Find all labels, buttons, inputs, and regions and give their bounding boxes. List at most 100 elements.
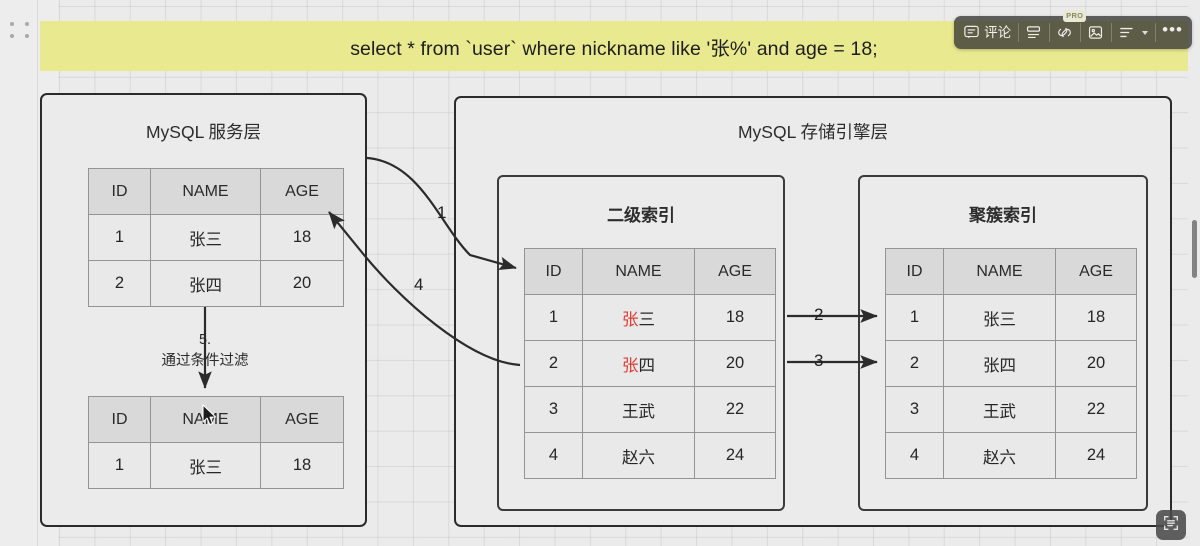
comment-button[interactable]: 评论 xyxy=(956,16,1018,49)
table-header-row: ID NAME AGE xyxy=(88,168,344,215)
col-id: ID xyxy=(88,396,151,443)
col-name: NAME xyxy=(150,168,261,215)
cell-name: 张四 xyxy=(150,260,261,307)
cell-age: 22 xyxy=(1055,386,1137,433)
col-id: ID xyxy=(88,168,151,215)
cell-age: 20 xyxy=(260,260,344,307)
panel-title-engine: MySQL 存储引擎层 xyxy=(737,122,889,142)
cell-age: 18 xyxy=(260,442,344,489)
col-age: AGE xyxy=(694,248,776,295)
table-header-row: ID NAME AGE xyxy=(524,248,776,295)
table-server-source[interactable]: ID NAME AGE 1 张三 18 2 张四 20 xyxy=(88,168,344,307)
filter-annotation: 5. 通过条件过滤 xyxy=(88,330,322,372)
text-align-icon xyxy=(1118,24,1135,41)
scrollbar-thumb[interactable] xyxy=(1192,220,1197,278)
cell-name-rest: 三 xyxy=(638,310,656,329)
cell-age: 20 xyxy=(694,340,776,387)
col-name: NAME xyxy=(582,248,695,295)
cell-id: 2 xyxy=(88,260,151,307)
panel-title-secondary-index: 二级索引 xyxy=(607,206,675,225)
table-header-row: ID NAME AGE xyxy=(88,396,344,443)
table-row[interactable]: 1 张三 18 xyxy=(88,442,344,489)
cell-id: 1 xyxy=(88,442,151,489)
cell-name: 王武 xyxy=(943,386,1056,433)
cell-age: 18 xyxy=(260,214,344,261)
comment-icon xyxy=(963,24,980,41)
table-row[interactable]: 4 赵六 24 xyxy=(885,432,1137,479)
drag-handle-icon[interactable] xyxy=(10,22,32,40)
cell-name: 张四 xyxy=(943,340,1056,387)
table-row[interactable]: 1 张三 18 xyxy=(524,294,776,341)
comment-label: 评论 xyxy=(984,24,1012,40)
cell-name: 赵六 xyxy=(943,432,1056,479)
cell-id: 2 xyxy=(885,340,944,387)
col-age: AGE xyxy=(260,396,344,443)
table-row[interactable]: 1 张三 18 xyxy=(885,294,1137,341)
cell-id: 3 xyxy=(524,386,583,433)
cell-id: 2 xyxy=(524,340,583,387)
col-name: NAME xyxy=(150,396,261,443)
cell-name-rest: 王武 xyxy=(622,402,655,421)
col-age: AGE xyxy=(260,168,344,215)
col-age: AGE xyxy=(1055,248,1137,295)
cell-name: 张三 xyxy=(582,294,695,341)
chevron-down-icon xyxy=(1142,30,1149,35)
cell-name: 张三 xyxy=(150,214,261,261)
cell-name-highlight: 张 xyxy=(622,356,639,375)
panel-title-clustered-index: 聚簇索引 xyxy=(969,206,1037,225)
image-button[interactable] xyxy=(1080,16,1111,49)
fit-to-screen-icon xyxy=(1162,514,1180,537)
table-row[interactable]: 2 张四 20 xyxy=(885,340,1137,387)
cell-age: 22 xyxy=(694,386,776,433)
link-icon xyxy=(1056,24,1073,41)
cell-name: 张三 xyxy=(150,442,261,489)
cell-age: 24 xyxy=(1055,432,1137,479)
filter-step-text: 通过条件过滤 xyxy=(161,353,249,370)
link-button[interactable]: PRO xyxy=(1049,10,1087,49)
col-id: ID xyxy=(885,248,944,295)
cell-name-rest: 赵六 xyxy=(622,448,655,467)
floating-toolbar[interactable]: 评论 PRO xyxy=(954,10,1192,49)
cell-id: 4 xyxy=(885,432,944,479)
image-icon xyxy=(1087,24,1104,41)
cell-age: 18 xyxy=(694,294,776,341)
cell-name-rest: 四 xyxy=(638,356,656,375)
cell-age: 20 xyxy=(1055,340,1137,387)
table-row[interactable]: 4 赵六 24 xyxy=(524,432,776,479)
pro-badge: PRO xyxy=(1063,10,1087,22)
table-row[interactable]: 2 张四 20 xyxy=(88,260,344,307)
cell-id: 1 xyxy=(88,214,151,261)
cell-age: 18 xyxy=(1055,294,1137,341)
col-name: NAME xyxy=(943,248,1056,295)
fit-to-screen-button[interactable] xyxy=(1156,510,1186,540)
table-header-row: ID NAME AGE xyxy=(885,248,1137,295)
table-row[interactable]: 2 张四 20 xyxy=(524,340,776,387)
cell-name: 赵六 xyxy=(582,432,695,479)
cell-id: 1 xyxy=(885,294,944,341)
panel-title-server: MySQL 服务层 xyxy=(145,122,262,142)
text-align-button[interactable] xyxy=(1111,16,1155,49)
table-server-result[interactable]: ID NAME AGE 1 张三 18 xyxy=(88,396,344,489)
arrow-label-1: 1 xyxy=(437,203,447,222)
sql-statement-text: select * from `user` where nickname like… xyxy=(350,37,878,60)
arrow-label-3: 3 xyxy=(814,351,824,370)
rail-divider xyxy=(37,0,38,546)
cell-id: 1 xyxy=(524,294,583,341)
table-clustered-index[interactable]: ID NAME AGE 1 张三 18 2 张四 20 3 王武 22 4 xyxy=(885,248,1137,479)
card-layout-button[interactable] xyxy=(1018,16,1049,49)
card-layout-icon xyxy=(1025,24,1042,41)
cell-id: 4 xyxy=(524,432,583,479)
filter-step-number: 5. xyxy=(198,332,212,348)
more-options-icon: ••• xyxy=(1162,20,1183,39)
table-row[interactable]: 3 王武 22 xyxy=(885,386,1137,433)
arrow-label-4: 4 xyxy=(414,275,424,294)
more-options-button[interactable]: ••• xyxy=(1155,16,1190,49)
cell-name: 张四 xyxy=(582,340,695,387)
table-row[interactable]: 3 王武 22 xyxy=(524,386,776,433)
cell-age: 24 xyxy=(694,432,776,479)
col-id: ID xyxy=(524,248,583,295)
table-secondary-index[interactable]: ID NAME AGE 1 张三 18 2 张四 20 3 王武 22 4 xyxy=(524,248,776,479)
arrow-label-2: 2 xyxy=(814,305,824,324)
table-row[interactable]: 1 张三 18 xyxy=(88,214,344,261)
